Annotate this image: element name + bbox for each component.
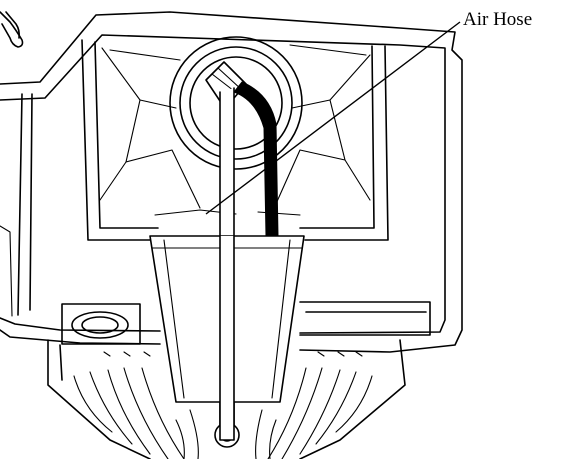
funnel (149, 235, 305, 441)
hook-fragment (0, 11, 24, 48)
right-bracket (299, 301, 431, 336)
port-boss (61, 303, 141, 345)
air-hose-label: Air Hose (463, 9, 533, 30)
inner-frame (81, 39, 389, 241)
housing (0, 11, 463, 353)
hose-coupler (169, 36, 303, 170)
ribbed-base (47, 339, 406, 459)
air-hose-leader-line (205, 21, 461, 215)
